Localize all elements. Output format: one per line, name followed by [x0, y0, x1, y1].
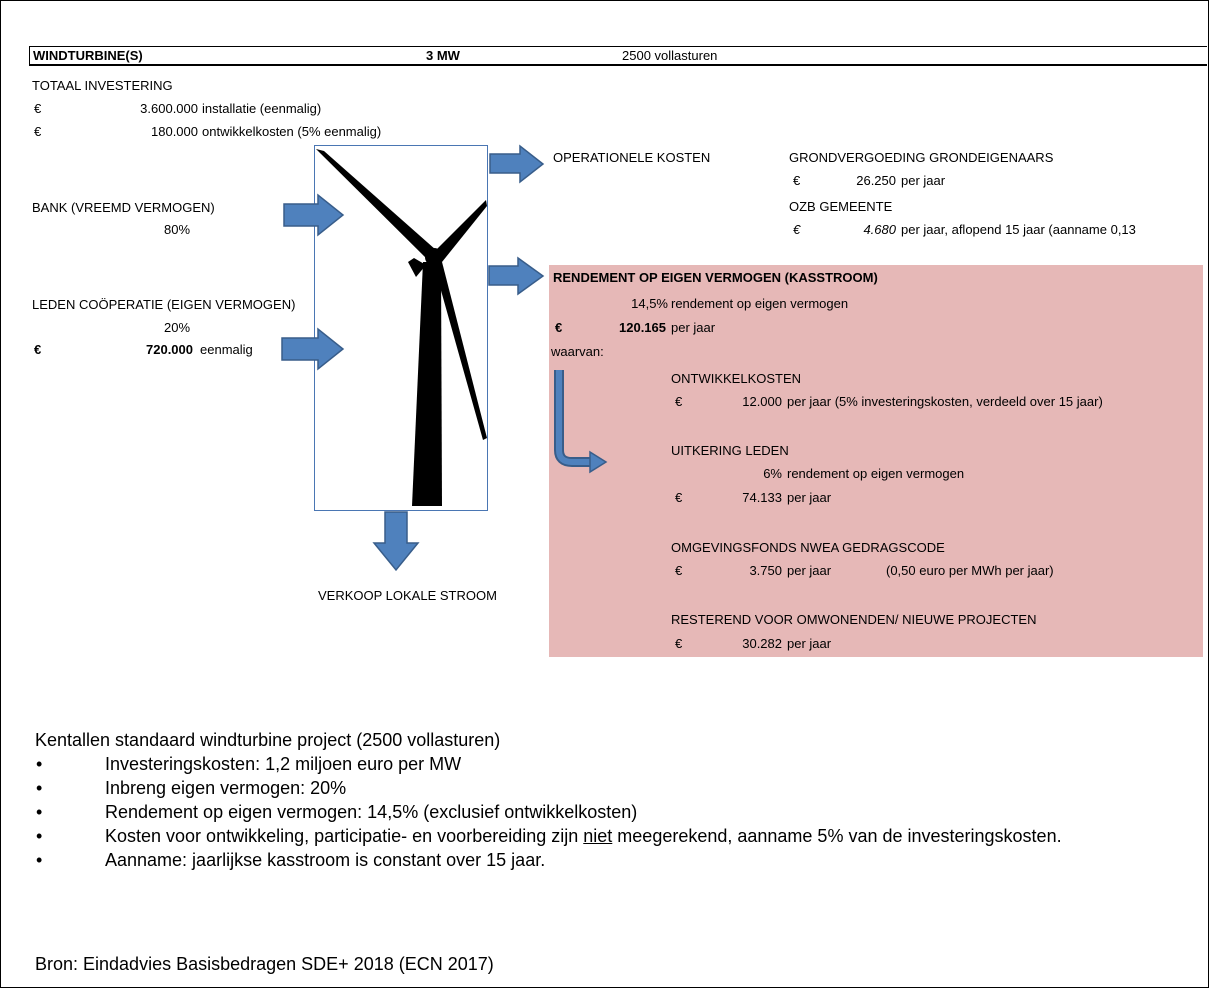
ozb-amount: 4.680 [863, 222, 896, 237]
bullet-icon: • [36, 754, 43, 774]
list-item: •Kosten voor ontwikkeling, participatie-… [36, 826, 1062, 846]
bullet-icon: • [36, 778, 43, 798]
wind-turbine-icon [316, 149, 487, 506]
cashflow-panel [549, 265, 1203, 657]
members-currency: € [34, 342, 42, 357]
ozb-currency: € [793, 222, 801, 237]
underlined-word: niet [583, 826, 613, 846]
investment-currency-1: € [34, 101, 42, 116]
dev-currency: € [675, 394, 683, 409]
bullet-icon: • [36, 802, 43, 822]
ozb-title: OZB GEMEENTE [789, 199, 893, 214]
notes-heading: Kentallen standaard windturbine project … [35, 730, 501, 750]
fund-amount: 3.750 [749, 563, 782, 578]
return-amount: 120.165 [619, 320, 666, 335]
turbine-box [314, 145, 488, 511]
payout-pct: 6% [763, 466, 782, 481]
of-which-label: waarvan: [551, 344, 604, 359]
rest-amount: 30.282 [742, 636, 782, 651]
list-item: •Investeringskosten: 1,2 miljoen euro pe… [36, 754, 462, 774]
operational-title: OPERATIONELE KOSTEN [553, 150, 711, 165]
dev-amount: 12.000 [742, 394, 782, 409]
payout-title: UITKERING LEDEN [671, 443, 789, 458]
members-note: eenmalig [200, 342, 253, 357]
land-title: GRONDVERGOEDING GRONDEIGENAARS [789, 150, 1054, 165]
arrow-operational-icon [489, 144, 545, 184]
rest-note: per jaar [787, 636, 832, 651]
return-amount-note: per jaar [671, 320, 716, 335]
payout-currency: € [675, 490, 683, 505]
investment-currency-2: € [34, 124, 42, 139]
list-item: •Aanname: jaarlijkse kasstroom is consta… [36, 850, 546, 870]
arrow-of-which-icon [554, 370, 592, 467]
notes-list: •Investeringskosten: 1,2 miljoen euro pe… [35, 752, 1175, 872]
arrow-members-icon [281, 327, 345, 371]
list-item: •Rendement op eigen vermogen: 14,5% (exc… [36, 802, 638, 822]
investment-label-2: ontwikkelkosten (5% eenmalig) [202, 124, 382, 139]
fund-currency: € [675, 563, 683, 578]
list-item: •Inbreng eigen vermogen: 20% [36, 778, 347, 798]
rest-title: RESTEREND VOOR OMWONENDEN/ NIEUWE PROJEC… [671, 612, 1037, 627]
payout-note: per jaar [787, 490, 832, 505]
bullet-icon: • [36, 850, 43, 870]
investment-amount-2: 180.000 [151, 124, 198, 139]
investment-title: TOTAAL INVESTERING [32, 78, 173, 93]
land-amount: 26.250 [856, 173, 896, 188]
return-pct: 14,5% [631, 296, 668, 311]
land-note: per jaar [901, 173, 946, 188]
fund-note-detail: (0,50 euro per MWh per jaar) [886, 563, 1054, 578]
land-currency: € [793, 173, 801, 188]
bank-title: BANK (VREEMD VERMOGEN) [32, 200, 215, 215]
investment-label-1: installatie (eenmalig) [202, 101, 322, 116]
ozb-note: per jaar, aflopend 15 jaar (aanname 0,13 [901, 222, 1136, 237]
header-title: WINDTURBINE(S) [33, 48, 143, 63]
payout-pct-note: rendement op eigen vermogen [787, 466, 965, 481]
return-pct-note: rendement op eigen vermogen [671, 296, 849, 311]
rest-currency: € [675, 636, 683, 651]
dev-title: ONTWIKKELKOSTEN [671, 371, 802, 386]
header-capacity: 3 MW [426, 48, 460, 63]
fund-title: OMGEVINGSFONDS NWEA GEDRAGSCODE [671, 540, 945, 555]
return-currency: € [555, 320, 563, 335]
bullet-icon: • [36, 826, 43, 846]
arrow-return-icon [488, 256, 545, 296]
dev-note: per jaar (5% investeringskosten, verdeel… [787, 394, 1103, 409]
members-title: LEDEN COÖPERATIE (EIGEN VERMOGEN) [32, 297, 296, 312]
payout-amount: 74.133 [742, 490, 782, 505]
members-pct: 20% [164, 320, 191, 335]
members-amount: 720.000 [146, 342, 193, 357]
arrow-sale-icon [372, 511, 420, 572]
investment-amount-1: 3.600.000 [140, 101, 198, 116]
header-hours: 2500 vollasturen [622, 48, 718, 63]
notes-section: Kentallen standaard windturbine project … [35, 728, 1175, 872]
source-note: Bron: Eindadvies Basisbedragen SDE+ 2018… [35, 954, 494, 974]
sale-label: VERKOOP LOKALE STROOM [318, 588, 497, 603]
bank-pct: 80% [164, 222, 191, 237]
fund-note: per jaar [787, 563, 832, 578]
arrow-bank-icon [283, 193, 345, 237]
return-title: RENDEMENT OP EIGEN VERMOGEN (KASSTROOM) [553, 270, 878, 285]
header-bar [29, 46, 1207, 66]
